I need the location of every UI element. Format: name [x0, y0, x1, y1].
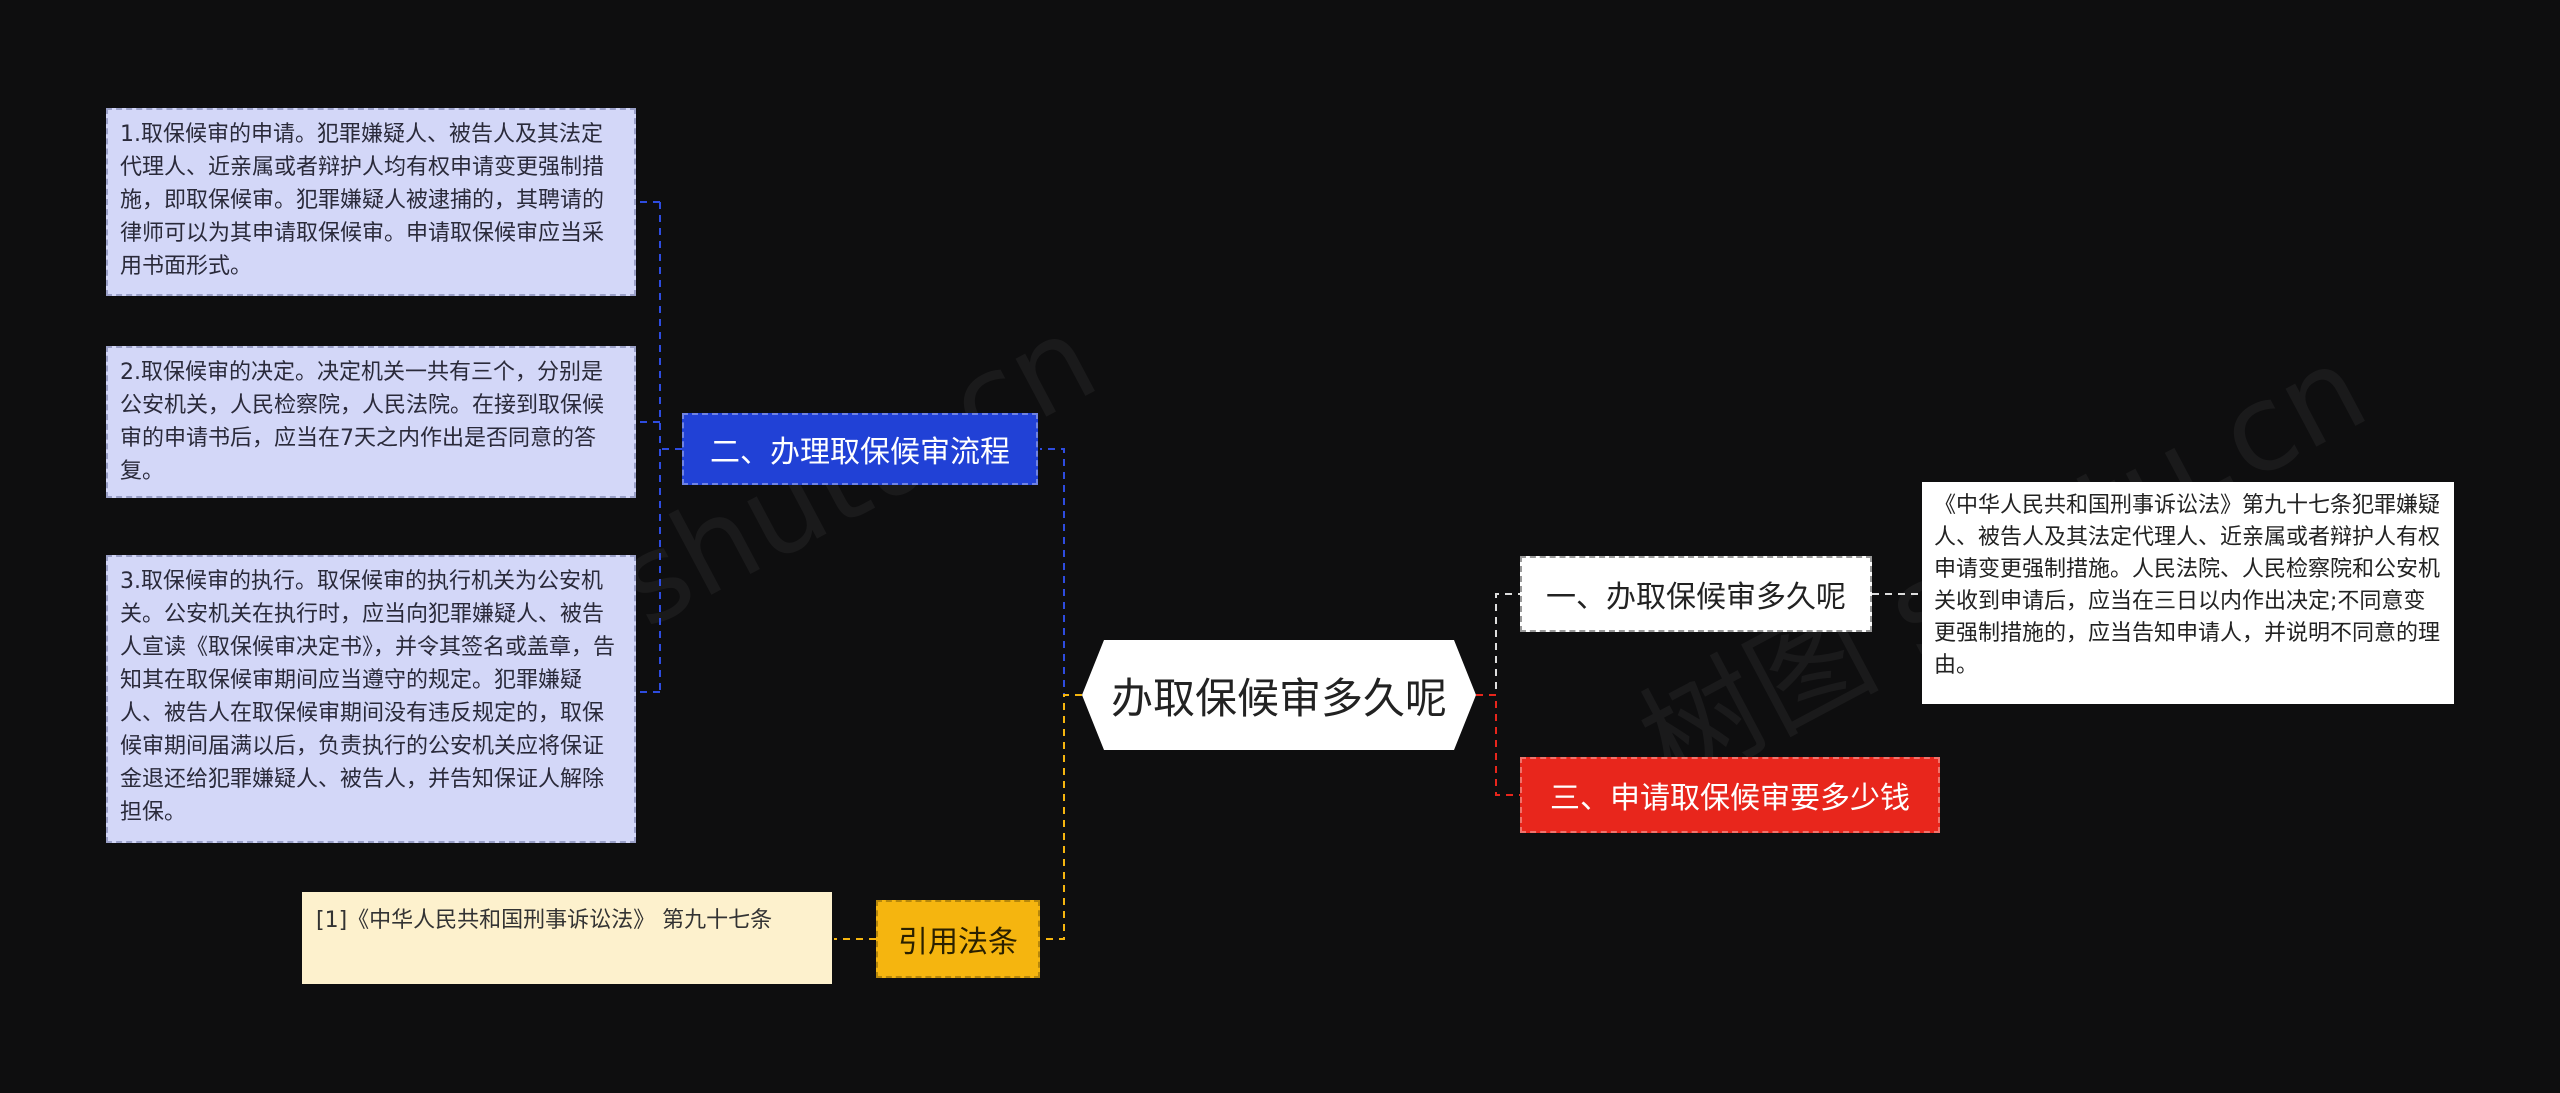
branch-cost[interactable]: 三、申请取保候审要多少钱 [1520, 757, 1940, 833]
leaf-law-article[interactable]: 《中华人民共和国刑事诉讼法》第九十七条犯罪嫌疑人、被告人及其法定代理人、近亲属或… [1922, 482, 2454, 704]
connector-process [1040, 448, 1082, 696]
leaf-citation[interactable]: [1]《中华人民共和国刑事诉讼法》 第九十七条 [302, 892, 832, 984]
leaf-process-decision[interactable]: 2.取保候审的决定。决定机关一共有三个，分别是公安机关，人民检察院，人民法院。在… [106, 346, 636, 498]
central-topic[interactable]: 办取保候审多久呢 [1082, 640, 1476, 750]
leaf-process-execution[interactable]: 3.取保候审的执行。取保候审的执行机关为公安机关。公安机关在执行时，应当向犯罪嫌… [106, 555, 636, 843]
branch-citation[interactable]: 引用法条 [876, 900, 1040, 978]
branch-process[interactable]: 二、办理取保候审流程 [682, 413, 1038, 485]
connector-citation [1040, 694, 1082, 940]
connector-cost [1476, 694, 1520, 796]
connector-process-leaves [636, 201, 682, 693]
connector-how-long [1476, 593, 1520, 696]
branch-how-long[interactable]: 一、办取保候审多久呢 [1520, 556, 1872, 632]
leaf-process-application[interactable]: 1.取保候审的申请。犯罪嫌疑人、被告人及其法定代理人、近亲属或者辩护人均有权申请… [106, 108, 636, 296]
